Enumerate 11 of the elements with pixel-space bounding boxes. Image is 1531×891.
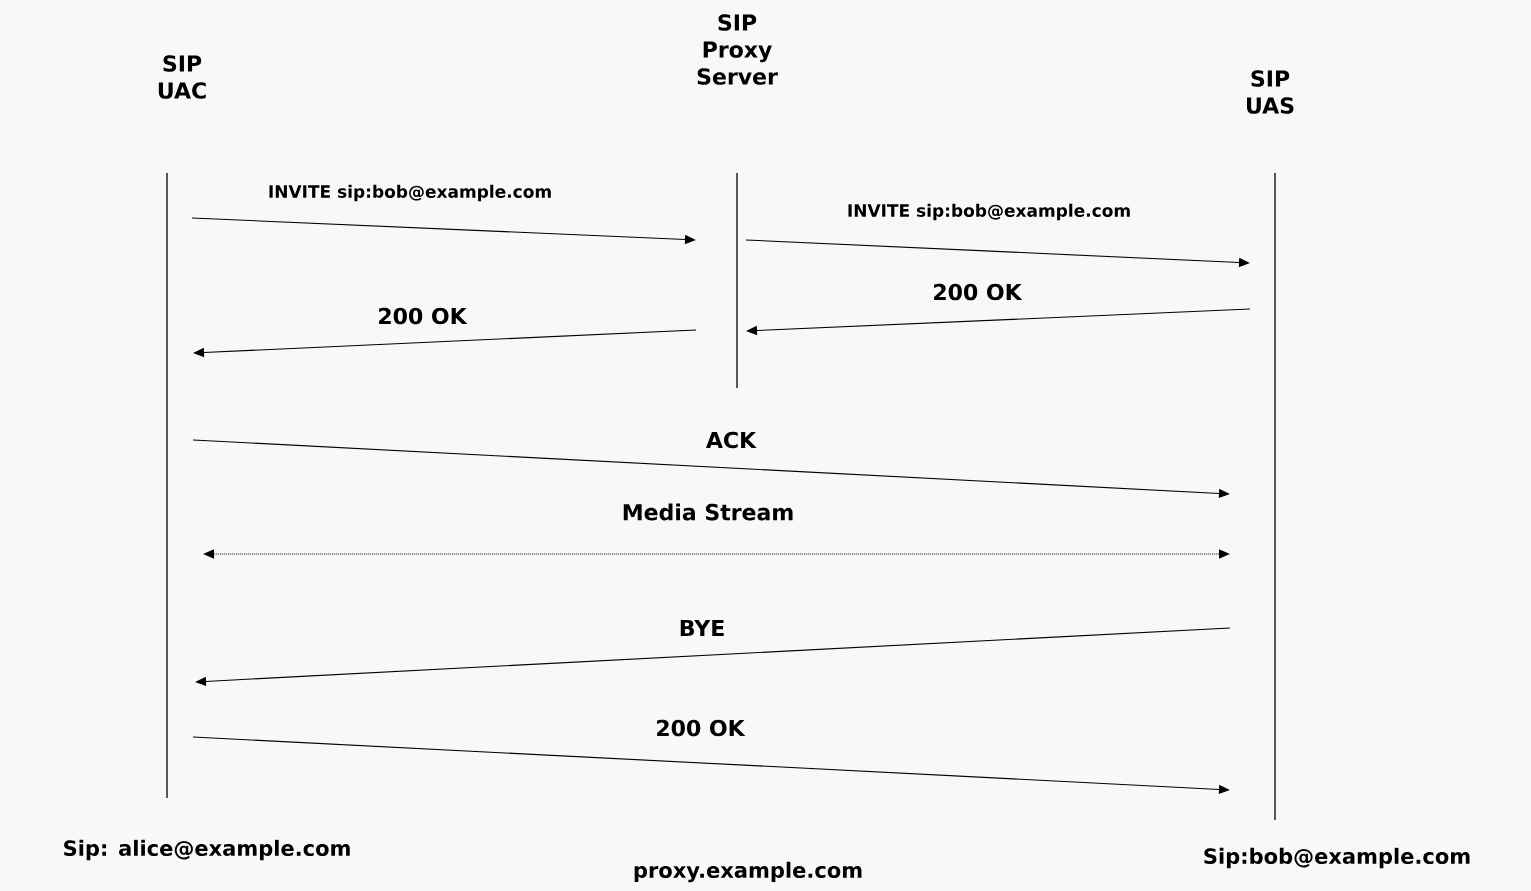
participant-lifeline: SIP UAC <box>158 55 206 799</box>
address-label: Sip:bob@example.com <box>1204 847 1470 869</box>
participant-lifeline: SIP Proxy Server <box>697 14 778 389</box>
message-arrow <box>193 329 697 358</box>
address-label: proxy.example.com <box>634 861 862 883</box>
message-arrow <box>203 549 1230 559</box>
participant-lifeline: SIP UAS <box>1247 70 1294 821</box>
message-label: Media Stream <box>620 502 796 522</box>
message-arrow <box>195 627 1231 687</box>
address-label: Sip: alice@example.com <box>64 839 350 861</box>
message-arrow <box>746 308 1251 336</box>
